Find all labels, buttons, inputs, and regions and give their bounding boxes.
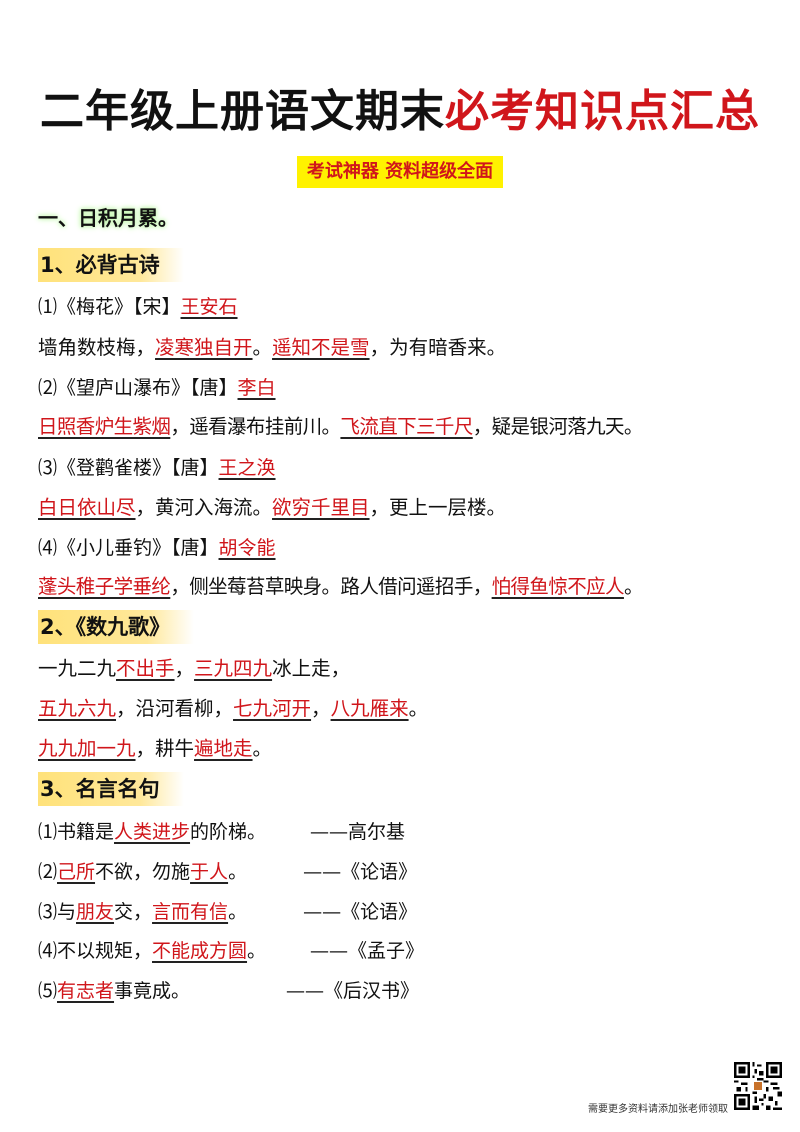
quote-5-source: ——《后汉书》 bbox=[286, 980, 420, 1002]
quote-2: ⑵己所不欲，勿施于人。——《论语》 bbox=[38, 861, 418, 883]
poem2-verse: 日照香炉生紫烟，遥看瀑布挂前川。飞流直下三千尺，疑是银河落九天。 bbox=[38, 415, 643, 438]
title-red: 必考知识点汇总 bbox=[445, 86, 760, 137]
song-line-2: 五九六九，沿河看柳，七九河开，八九雁来。 bbox=[38, 697, 429, 720]
quote-1-source: ——高尔基 bbox=[310, 821, 406, 843]
section-heading: 一、日积月累。 bbox=[38, 206, 178, 230]
poem4-verse: 蓬头稚子学垂纶，侧坐莓苔草映身。路人借问遥招手，怕得鱼惊不应人。 bbox=[38, 575, 643, 598]
page-title: 二年级上册语文期末必考知识点汇总 bbox=[0, 84, 800, 140]
quote-5: ⑸有志者事竟成。——《后汉书》 bbox=[38, 980, 420, 1002]
heading-quotes: 3、名言名句 bbox=[38, 772, 184, 806]
song-line-3: 九九加一九，耕牛遍地走。 bbox=[38, 737, 273, 760]
poem1-title: ⑴《梅花》【宋】王安石 bbox=[38, 296, 238, 318]
footer-note: 需要更多资料请添加张老师领取 bbox=[588, 1104, 728, 1115]
quote-4: ⑷不以规矩，不能成方圆。——《孟子》 bbox=[38, 940, 425, 962]
quote-1: ⑴书籍是人类进步的阶梯。——高尔基 bbox=[38, 821, 406, 843]
quote-3: ⑶与朋友交，言而有信。——《论语》 bbox=[38, 901, 418, 923]
heading-poems: 1、必背古诗 bbox=[38, 248, 184, 282]
poem3-verse: 白日依山尽，黄河入海流。欲穷千里目，更上一层楼。 bbox=[38, 496, 507, 519]
qr-code-icon bbox=[734, 1062, 782, 1110]
quote-3-source: ——《论语》 bbox=[303, 901, 418, 923]
poem4-author: 胡令能 bbox=[218, 537, 276, 559]
subtitle-banner: 考试神器 资料超级全面 bbox=[296, 156, 504, 188]
poem2-title: ⑵《望庐山瀑布》【唐】李白 bbox=[38, 377, 276, 399]
poem3-author: 王之涣 bbox=[218, 457, 276, 479]
title-black: 二年级上册语文期末 bbox=[40, 86, 445, 137]
poem2-author: 李白 bbox=[237, 377, 276, 399]
heading-song: 2、《数九歌》 bbox=[38, 610, 195, 644]
poem3-title: ⑶《登鹳雀楼》【唐】王之涣 bbox=[38, 457, 276, 479]
song-line-1: 一九二九不出手，三九四九冰上走， bbox=[38, 657, 351, 680]
quote-2-source: ——《论语》 bbox=[303, 861, 418, 883]
quote-4-source: ——《孟子》 bbox=[310, 940, 425, 962]
poem1-verse: 墙角数枝梅，凌寒独自开。遥知不是雪，为有暗香来。 bbox=[38, 336, 507, 359]
poem4-title: ⑷《小儿垂钓》【唐】胡令能 bbox=[38, 537, 276, 559]
poem1-author: 王安石 bbox=[180, 296, 238, 318]
